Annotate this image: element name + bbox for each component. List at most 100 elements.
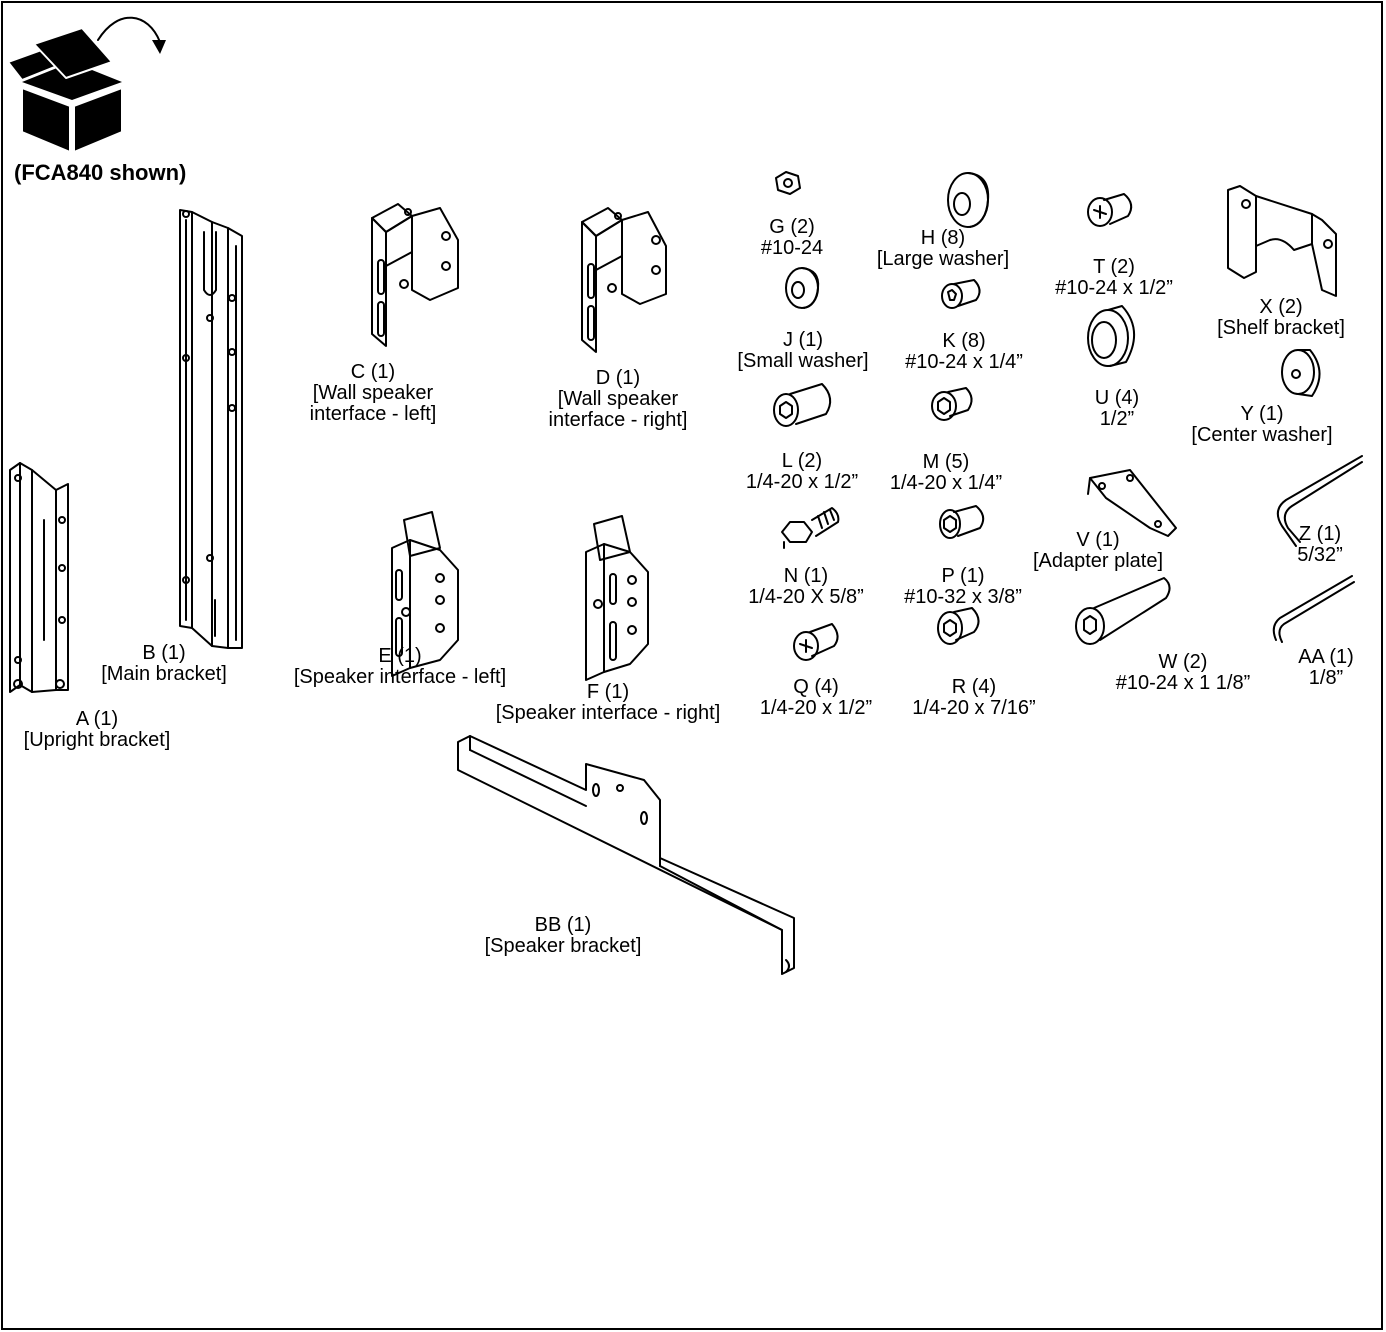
label-line: interface - right] (548, 409, 688, 431)
label-bb: BB (1)[Speaker bracket] (485, 915, 642, 957)
screw-p (939, 505, 985, 539)
label-line: G (2) (769, 216, 815, 238)
label-t: T (2)#10-24 x 1/2” (1055, 257, 1173, 299)
label-f: F (1)[Speaker interface - right] (496, 682, 721, 724)
label-line: E (1) (378, 645, 422, 667)
label-line: [Shelf bracket] (1217, 317, 1345, 339)
label-line: 1/4-20 x 1/4” (889, 472, 1003, 494)
bolt-n (781, 507, 840, 549)
label-line: AA (1) (1298, 646, 1354, 668)
label-line: 1/4-20 x 7/16” (912, 697, 1036, 719)
label-line: A (1) (75, 708, 119, 730)
label-w: W (2)#10-24 x 1 1/8” (1116, 652, 1251, 694)
main-bracket-b (179, 209, 243, 649)
label-line: H (8) (920, 227, 966, 249)
label-l: L (2)1/4-20 x 1/2” (746, 451, 858, 493)
label-a: A (1)[Upright bracket] (24, 709, 171, 751)
screw-m (931, 387, 973, 421)
label-line: B (1) (142, 642, 186, 664)
label-line: #10-24 x 1/2” (1055, 277, 1173, 299)
label-j: J (1)[Small washer] (737, 330, 868, 372)
label-e: E (1)[Speaker interface - left] (294, 646, 506, 688)
label-z: Z (1)5/32” (1297, 524, 1343, 566)
label-u: U (4)1/2” (1095, 388, 1139, 430)
label-line: F (1) (586, 681, 630, 703)
label-line: V (1) (1076, 529, 1120, 551)
label-line: [Small washer] (737, 350, 869, 372)
label-line: [Large washer] (876, 248, 1010, 270)
label-line: R (4) (951, 676, 997, 698)
label-b: B (1)[Main bracket] (101, 643, 227, 685)
label-line: 1/4-20 x 1/2” (745, 471, 859, 493)
label-g: G (2)#10-24 (761, 217, 823, 259)
hex-nut-g (775, 171, 801, 195)
label-line: 1/4-20 X 5/8” (748, 586, 864, 608)
label-line: [Speaker bracket] (484, 935, 642, 957)
label-line: #10-32 x 3/8” (904, 586, 1022, 608)
spacer-u (1087, 305, 1136, 367)
screw-t (1087, 193, 1133, 227)
label-line: X (2) (1259, 296, 1303, 318)
label-line: T (2) (1093, 256, 1135, 278)
speaker-bracket-bb (457, 735, 795, 975)
label-line: #10-24 x 1 1/8” (1115, 672, 1251, 694)
speaker-interface-right-f (585, 515, 649, 681)
label-line: 1/8” (1308, 667, 1344, 689)
speaker-interface-left-e (391, 511, 459, 677)
adapter-plate-v (1087, 469, 1177, 537)
label-line: [Wall speaker (312, 382, 434, 404)
label-line: N (1) (783, 565, 829, 587)
label-line: interface - left] (309, 403, 437, 425)
label-line: Z (1) (1298, 523, 1342, 545)
label-line: BB (1) (534, 914, 592, 936)
label-v: V (1)[Adapter plate] (1033, 530, 1163, 572)
label-line: #10-24 (760, 237, 824, 259)
label-line: [Speaker interface - left] (293, 666, 507, 688)
label-line: [Main bracket] (101, 663, 227, 685)
label-line: 5/32” (1297, 544, 1343, 566)
label-line: [Adapter plate] (1032, 550, 1164, 572)
label-y: Y (1)[Center washer] (1191, 404, 1332, 446)
label-n: N (1)1/4-20 X 5/8” (748, 566, 864, 608)
label-line: [Center washer] (1191, 424, 1333, 446)
label-line: U (4) (1094, 387, 1140, 409)
label-line: M (5) (922, 451, 970, 473)
label-line: Q (4) (793, 676, 839, 698)
label-h: H (8)[Large washer] (877, 228, 1009, 270)
label-p: P (1)#10-32 x 3/8” (904, 566, 1022, 608)
label-m: M (5)1/4-20 x 1/4” (890, 452, 1002, 494)
screw-l (773, 383, 832, 427)
label-line: 1/2” (1099, 408, 1135, 430)
label-line: D (1) (595, 367, 641, 389)
label-line: P (1) (941, 565, 985, 587)
label-line: Y (1) (1240, 403, 1284, 425)
label-line: J (1) (783, 329, 823, 351)
large-washer-h (947, 172, 990, 228)
center-washer-y (1281, 349, 1321, 397)
upright-bracket-a (9, 462, 69, 693)
screw-r (937, 607, 980, 645)
label-line: [Speaker interface - right] (495, 702, 721, 724)
label-line: [Upright bracket] (23, 729, 171, 751)
label-line: [Wall speaker (557, 388, 679, 410)
label-r: R (4)1/4-20 x 7/16” (912, 677, 1035, 719)
open-box-icon (7, 16, 166, 153)
screw-q (793, 623, 839, 661)
hex-key-aa (1272, 575, 1355, 643)
wall-speaker-interface-right-d (581, 207, 667, 353)
shelf-bracket-x (1227, 185, 1337, 297)
label-line: C (1) (350, 361, 396, 383)
wall-speaker-interface-left-c (371, 203, 459, 347)
label-line: W (2) (1158, 651, 1208, 673)
label-line: #10-24 x 1/4” (905, 351, 1023, 373)
label-aa: AA (1)1/8” (1298, 647, 1354, 689)
screw-k (941, 279, 981, 309)
label-line: L (2) (781, 450, 823, 472)
label-k: K (8)#10-24 x 1/4” (905, 331, 1023, 373)
small-washer-j (785, 267, 820, 309)
label-line: K (8) (942, 330, 986, 352)
